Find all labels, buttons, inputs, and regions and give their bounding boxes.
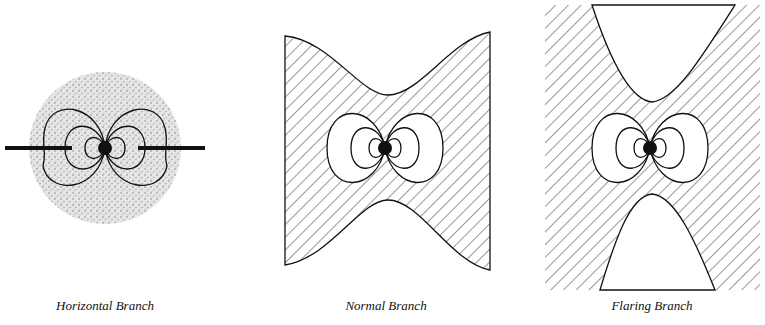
flaring-branch-figure <box>545 5 760 290</box>
panel-caption: Normal Branch <box>345 298 426 314</box>
horizontal-branch-figure <box>5 72 205 224</box>
normal-branch-figure <box>285 32 490 270</box>
panel-caption: Horizontal Branch <box>56 298 154 314</box>
panel-caption: Flaring Branch <box>611 298 692 314</box>
